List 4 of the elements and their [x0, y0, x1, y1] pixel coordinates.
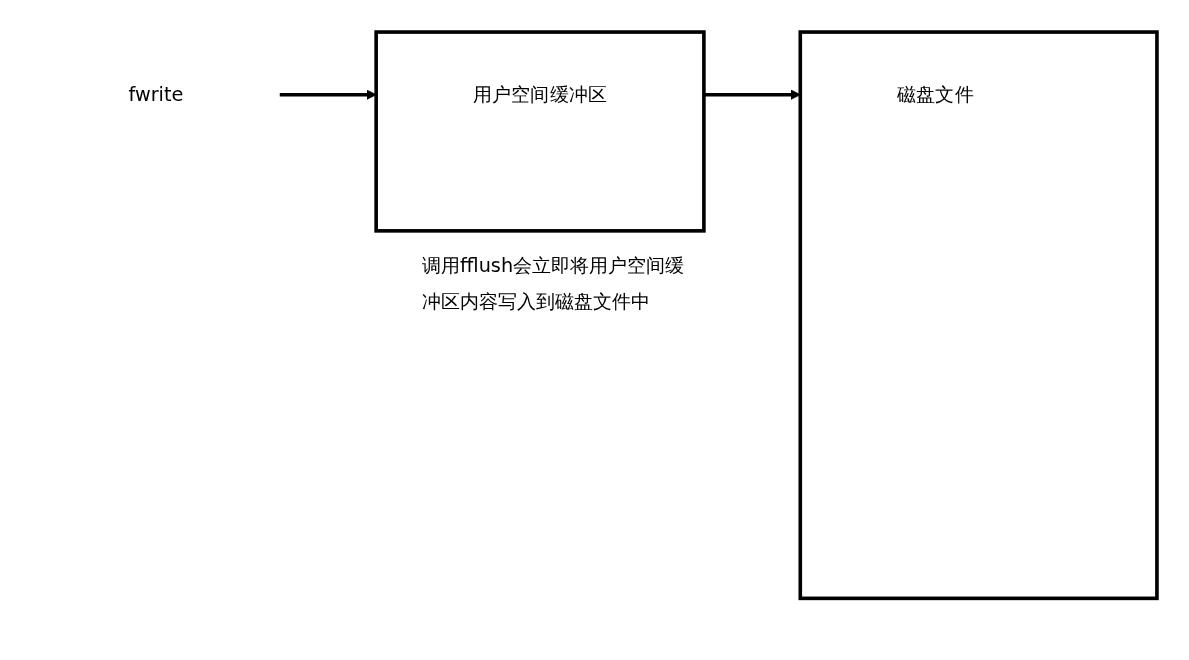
node-box: 磁盘文件 [798, 30, 1159, 601]
note-text: 调用fflush会立即将用户空间缓冲区内容写入到磁盘文件中 [422, 252, 686, 316]
node-text: fwrite [128, 82, 184, 106]
node-box: 用户空间缓冲区 [374, 30, 706, 233]
